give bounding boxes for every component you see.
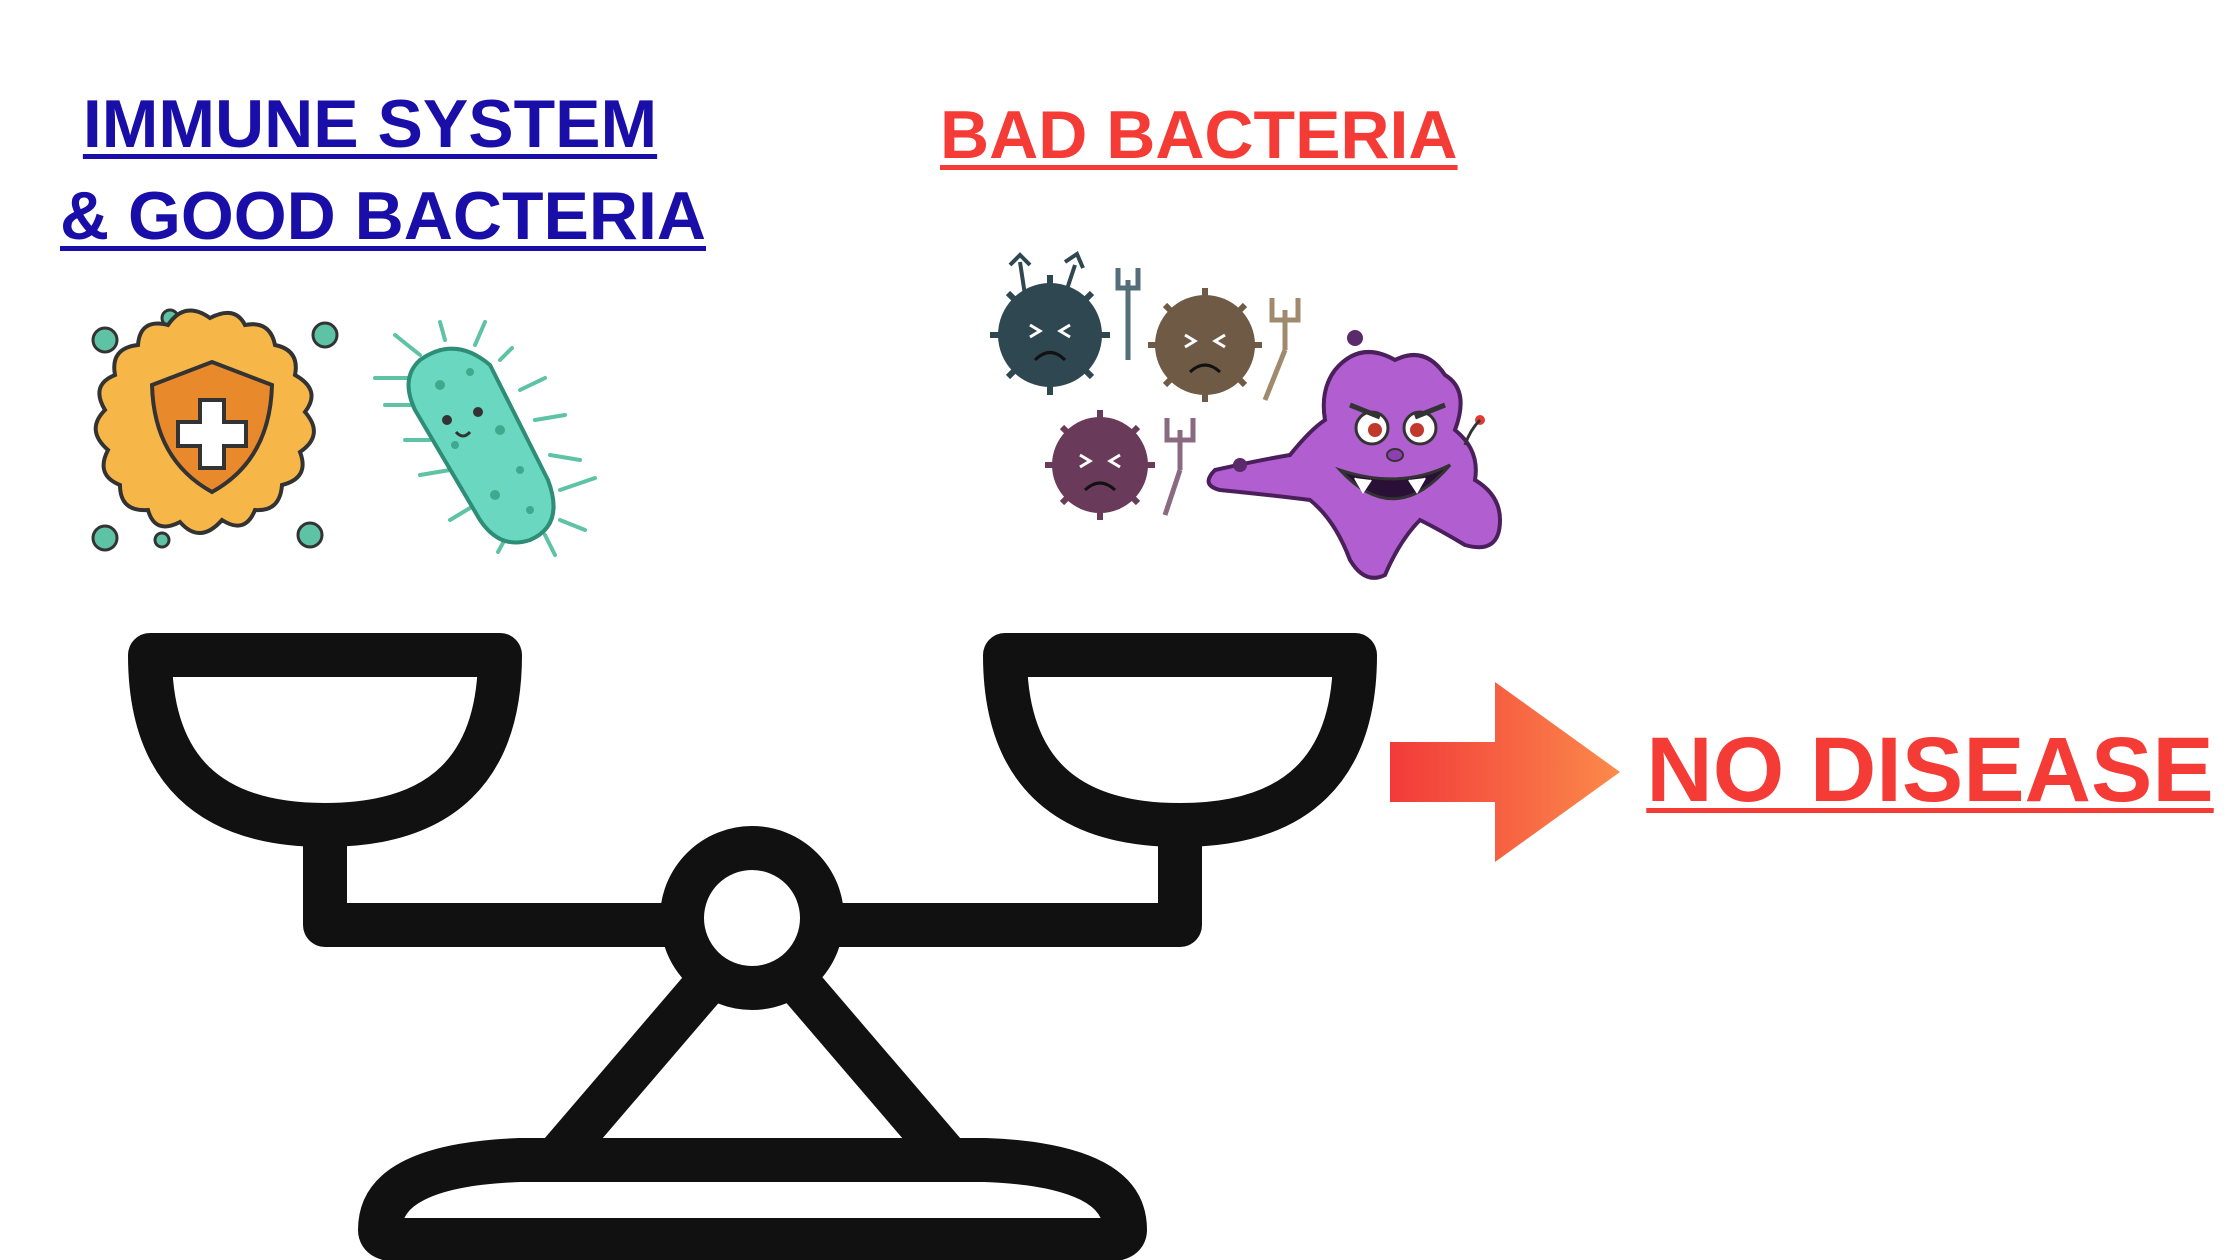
no-disease-label: NO DISEASE	[1646, 719, 2214, 821]
brown-germ-icon	[1148, 288, 1301, 402]
good-label-line1: IMMUNE SYSTEM	[82, 86, 658, 162]
arrow-right-icon	[1390, 682, 1620, 862]
scale-base	[358, 1138, 1147, 1260]
balance-scale-icon	[128, 633, 1377, 1260]
dark-germ-icon	[990, 251, 1141, 395]
scale-beam	[303, 803, 1202, 947]
immune-system-good-bacteria-label: IMMUNE SYSTEM & GOOD BACTERIA	[60, 78, 706, 262]
right-pan	[983, 633, 1377, 847]
bad-bacteria-label: BAD BACTERIA	[940, 97, 1458, 173]
good-bacterium-icon	[373, 320, 597, 557]
good-label-line2: & GOOD BACTERIA	[60, 178, 706, 254]
purple-germ-icon	[1206, 330, 1503, 580]
scale-pivot	[660, 826, 844, 1010]
bad-bacteria-group-icon	[990, 251, 1503, 580]
maroon-germ-icon	[1045, 410, 1196, 520]
immune-cell-icon	[91, 308, 339, 552]
scale-stand	[528, 963, 977, 1182]
left-pan	[128, 633, 522, 847]
